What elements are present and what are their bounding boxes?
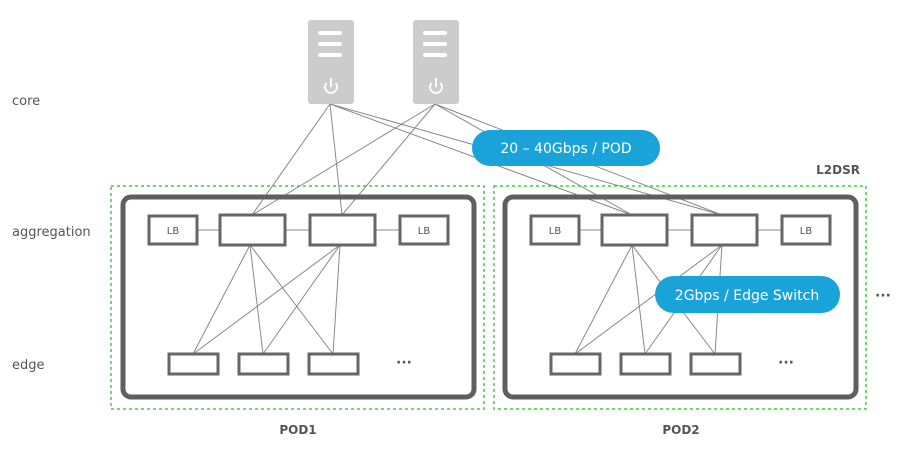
pod1-more-edges: ···	[396, 355, 412, 371]
pod2-lb-right: LB	[780, 214, 832, 246]
pod1-lb-right: LB	[398, 214, 450, 246]
pod1-edge-switch-3	[307, 352, 360, 376]
row-label-core: core	[12, 94, 40, 109]
pod2-edge-switch-2	[619, 352, 672, 376]
pod2-lb-left: LB	[529, 214, 581, 246]
power-icon	[324, 78, 338, 94]
core-server-2	[413, 20, 459, 104]
pod2-agg-switch-2	[690, 213, 759, 247]
pod2-container: LB LB ···	[502, 194, 859, 400]
lb-label: LB	[418, 226, 431, 237]
pod1-container: LB LB ···	[120, 194, 477, 400]
callout-edge-bandwidth: 2Gbps / Edge Switch	[655, 276, 840, 313]
pod2-edge-switch-3	[689, 352, 742, 376]
pod2-edge-switch-1	[549, 352, 602, 376]
core-server-1	[308, 20, 354, 104]
pod1-edge-switch-1	[167, 352, 220, 376]
lb-label: LB	[549, 226, 562, 237]
pod1-edge-switch-2	[237, 352, 290, 376]
callout-pod-bandwidth: 20 – 40Gbps / POD	[472, 130, 660, 166]
pod1-agg-edge-links	[192, 229, 400, 355]
callout-pod-bandwidth-text: 20 – 40Gbps / POD	[500, 141, 631, 157]
power-icon	[429, 78, 443, 94]
pod2-name: POD2	[662, 423, 699, 437]
more-pods-ellipsis: ···	[875, 288, 891, 304]
lb-label: LB	[800, 226, 813, 237]
pod1-lb-left: LB	[147, 214, 199, 246]
pod1-agg-switch-1	[218, 213, 287, 247]
l2dsr-zone-pod2	[493, 185, 867, 410]
pod1-agg-switch-2	[308, 213, 377, 247]
pod2-more-edges: ···	[778, 355, 794, 371]
row-label-aggregation: aggregation	[12, 225, 91, 240]
l2dsr-zone-pod1	[110, 185, 485, 410]
callout-edge-bandwidth-text: 2Gbps / Edge Switch	[675, 288, 819, 304]
row-label-edge: edge	[12, 358, 45, 373]
l2dsr-label: L2DSR	[816, 163, 860, 177]
pod1-name: POD1	[279, 423, 316, 437]
pod2-agg-switch-1	[600, 213, 669, 247]
lb-label: LB	[167, 226, 180, 237]
